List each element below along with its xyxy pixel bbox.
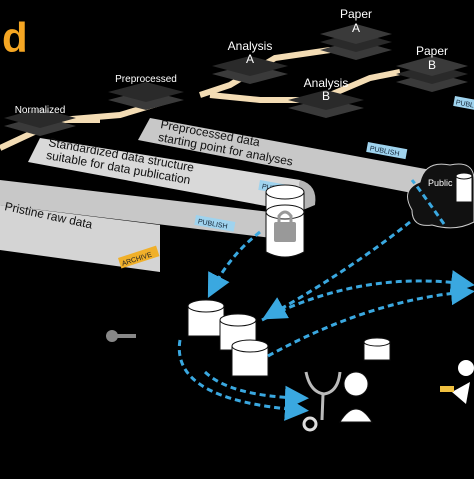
database-icon xyxy=(188,300,224,336)
svg-text:A: A xyxy=(352,21,360,35)
cloud-label: Public xyxy=(428,178,453,188)
svg-text:Paper: Paper xyxy=(416,44,448,58)
svg-text:Analysis: Analysis xyxy=(304,76,349,90)
svg-text:d: d xyxy=(2,14,28,61)
researcher-icon xyxy=(440,360,474,404)
svg-text:Paper: Paper xyxy=(340,7,372,21)
svg-text:B: B xyxy=(428,58,436,72)
stack-normalized: Normalized xyxy=(4,105,76,136)
database-icon xyxy=(456,173,472,202)
database-icon xyxy=(232,340,268,376)
stack-paper-a: Paper A xyxy=(320,7,392,60)
stack-paper-b: Paper B xyxy=(396,44,468,92)
secure-database xyxy=(266,185,304,257)
database-icon xyxy=(364,338,390,360)
database-cluster xyxy=(188,300,390,376)
svg-text:B: B xyxy=(322,89,330,103)
svg-text:Normalized: Normalized xyxy=(15,105,66,116)
publish-tag-top: PUBLISH xyxy=(455,99,474,111)
svg-text:A: A xyxy=(246,52,254,66)
stack-preprocessed: Preprocessed xyxy=(108,74,184,110)
doctor-icon xyxy=(340,372,372,422)
key-icon xyxy=(106,330,136,342)
stack-analysis-a: Analysis A xyxy=(212,39,288,84)
svg-text:Preprocessed: Preprocessed xyxy=(115,74,177,85)
svg-text:Analysis: Analysis xyxy=(228,39,273,53)
logo-icon: d xyxy=(2,14,28,61)
stethoscope-icon xyxy=(304,372,340,430)
